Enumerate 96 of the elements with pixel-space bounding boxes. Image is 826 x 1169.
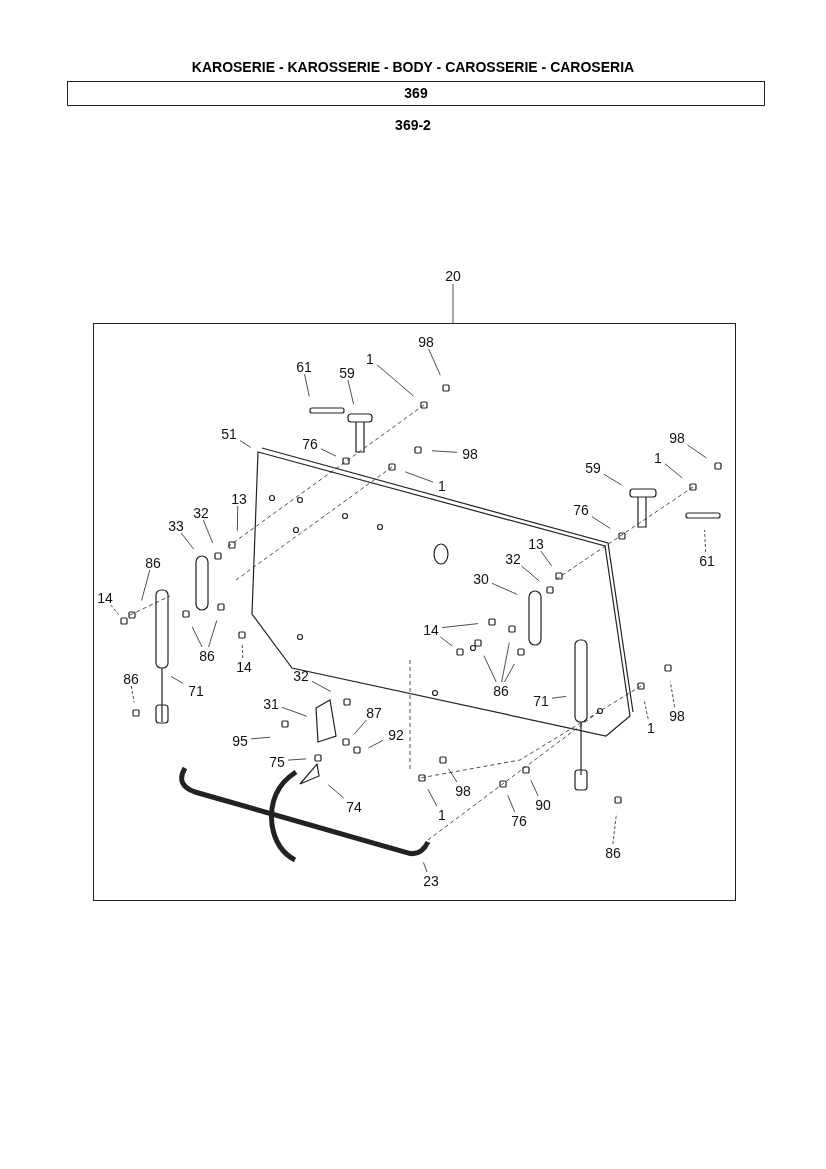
leader-line (431, 450, 458, 453)
leader-line (404, 471, 434, 483)
callout-number: 1 (438, 478, 446, 494)
callout-number: 32 (193, 505, 209, 521)
callout-number: 14 (236, 659, 252, 675)
callout-number: 98 (455, 783, 471, 799)
leader-line (669, 681, 675, 708)
callout-number: 76 (511, 813, 527, 829)
callout-number: 32 (505, 551, 521, 567)
callout-number: 1 (654, 450, 662, 466)
callout-number: 61 (296, 359, 312, 375)
leader-line (428, 348, 441, 376)
callout-number: 87 (366, 705, 382, 721)
leader-line (704, 529, 706, 553)
leader-line (448, 768, 458, 783)
callout-number: 20 (445, 268, 461, 284)
callout-number: 76 (302, 436, 318, 452)
callout-number: 1 (647, 720, 655, 736)
leader-line (327, 784, 345, 799)
callout-number: 86 (605, 845, 621, 861)
leader-line (236, 505, 239, 532)
callout-number: 59 (339, 365, 355, 381)
callout-number: 75 (269, 754, 285, 770)
callout-number: 31 (263, 696, 279, 712)
leader-line (551, 695, 567, 699)
leader-line (504, 663, 515, 683)
callout-number: 86 (145, 555, 161, 571)
leader-line (452, 283, 454, 324)
callout-number: 59 (585, 460, 601, 476)
callout-number: 32 (293, 668, 309, 684)
leader-line (347, 379, 355, 405)
callout-number: 61 (699, 553, 715, 569)
leader-line (441, 623, 479, 628)
callout-number: 1 (438, 807, 446, 823)
callout-number: 86 (199, 648, 215, 664)
callout-number: 98 (669, 708, 685, 724)
leader-line (491, 582, 518, 595)
callout-number: 13 (231, 491, 247, 507)
leader-line (311, 681, 332, 692)
leader-line (320, 448, 337, 457)
leader-line (250, 736, 271, 740)
leader-line (530, 780, 539, 797)
leader-line (110, 604, 120, 615)
leader-line (501, 642, 510, 683)
leader-line (141, 569, 151, 601)
frame-border (93, 323, 736, 901)
figure-number: 369-2 (394, 117, 432, 133)
callout-number: 92 (388, 727, 404, 743)
callout-number: 98 (669, 430, 685, 446)
callout-number: 71 (533, 693, 549, 709)
callout-number: 14 (97, 590, 113, 606)
callout-number: 71 (188, 683, 204, 699)
leader-line (281, 706, 308, 717)
callout-number: 1 (366, 351, 374, 367)
leader-line (304, 373, 310, 397)
callout-number: 14 (423, 622, 439, 638)
leader-line (241, 643, 244, 659)
leader-line (643, 698, 649, 720)
leader-line (208, 620, 218, 648)
callout-number: 23 (423, 873, 439, 889)
callout-number: 51 (221, 426, 237, 442)
leader-line (664, 463, 683, 479)
leader-line (202, 519, 214, 544)
callout-number: 98 (462, 446, 478, 462)
leader-line (440, 636, 453, 647)
callout-number: 86 (123, 671, 139, 687)
callout-number: 86 (493, 683, 509, 699)
leader-line (353, 719, 367, 735)
leader-line (521, 565, 540, 582)
title-text: KAROSERIE - KAROSSERIE - BODY - CAROSSERIE - CAROSERIA (190, 59, 636, 75)
leader-line (131, 685, 135, 703)
leader-line (287, 758, 307, 761)
leader-line (239, 440, 252, 448)
leader-line (368, 739, 384, 749)
callout-number: 76 (573, 502, 589, 518)
callout-number: 90 (535, 797, 551, 813)
leader-line (191, 626, 203, 648)
section-number-box: 369 (67, 81, 765, 106)
leader-line (423, 862, 428, 873)
leader-line (483, 655, 497, 683)
callout-number: 74 (346, 799, 362, 815)
leader-line (603, 473, 622, 486)
callout-number: 33 (168, 518, 184, 534)
leader-line (180, 532, 195, 550)
callout-number: 13 (528, 536, 544, 552)
callout-number: 30 (473, 571, 489, 587)
leader-line (376, 364, 414, 397)
leader-line (540, 550, 553, 567)
leader-line (687, 444, 707, 459)
leader-line (591, 516, 611, 529)
leader-line (427, 788, 438, 807)
callout-number: 95 (232, 733, 248, 749)
leader-line (170, 676, 184, 684)
callout-number: 98 (418, 334, 434, 350)
leader-line (612, 813, 617, 845)
leader-line (507, 794, 516, 813)
